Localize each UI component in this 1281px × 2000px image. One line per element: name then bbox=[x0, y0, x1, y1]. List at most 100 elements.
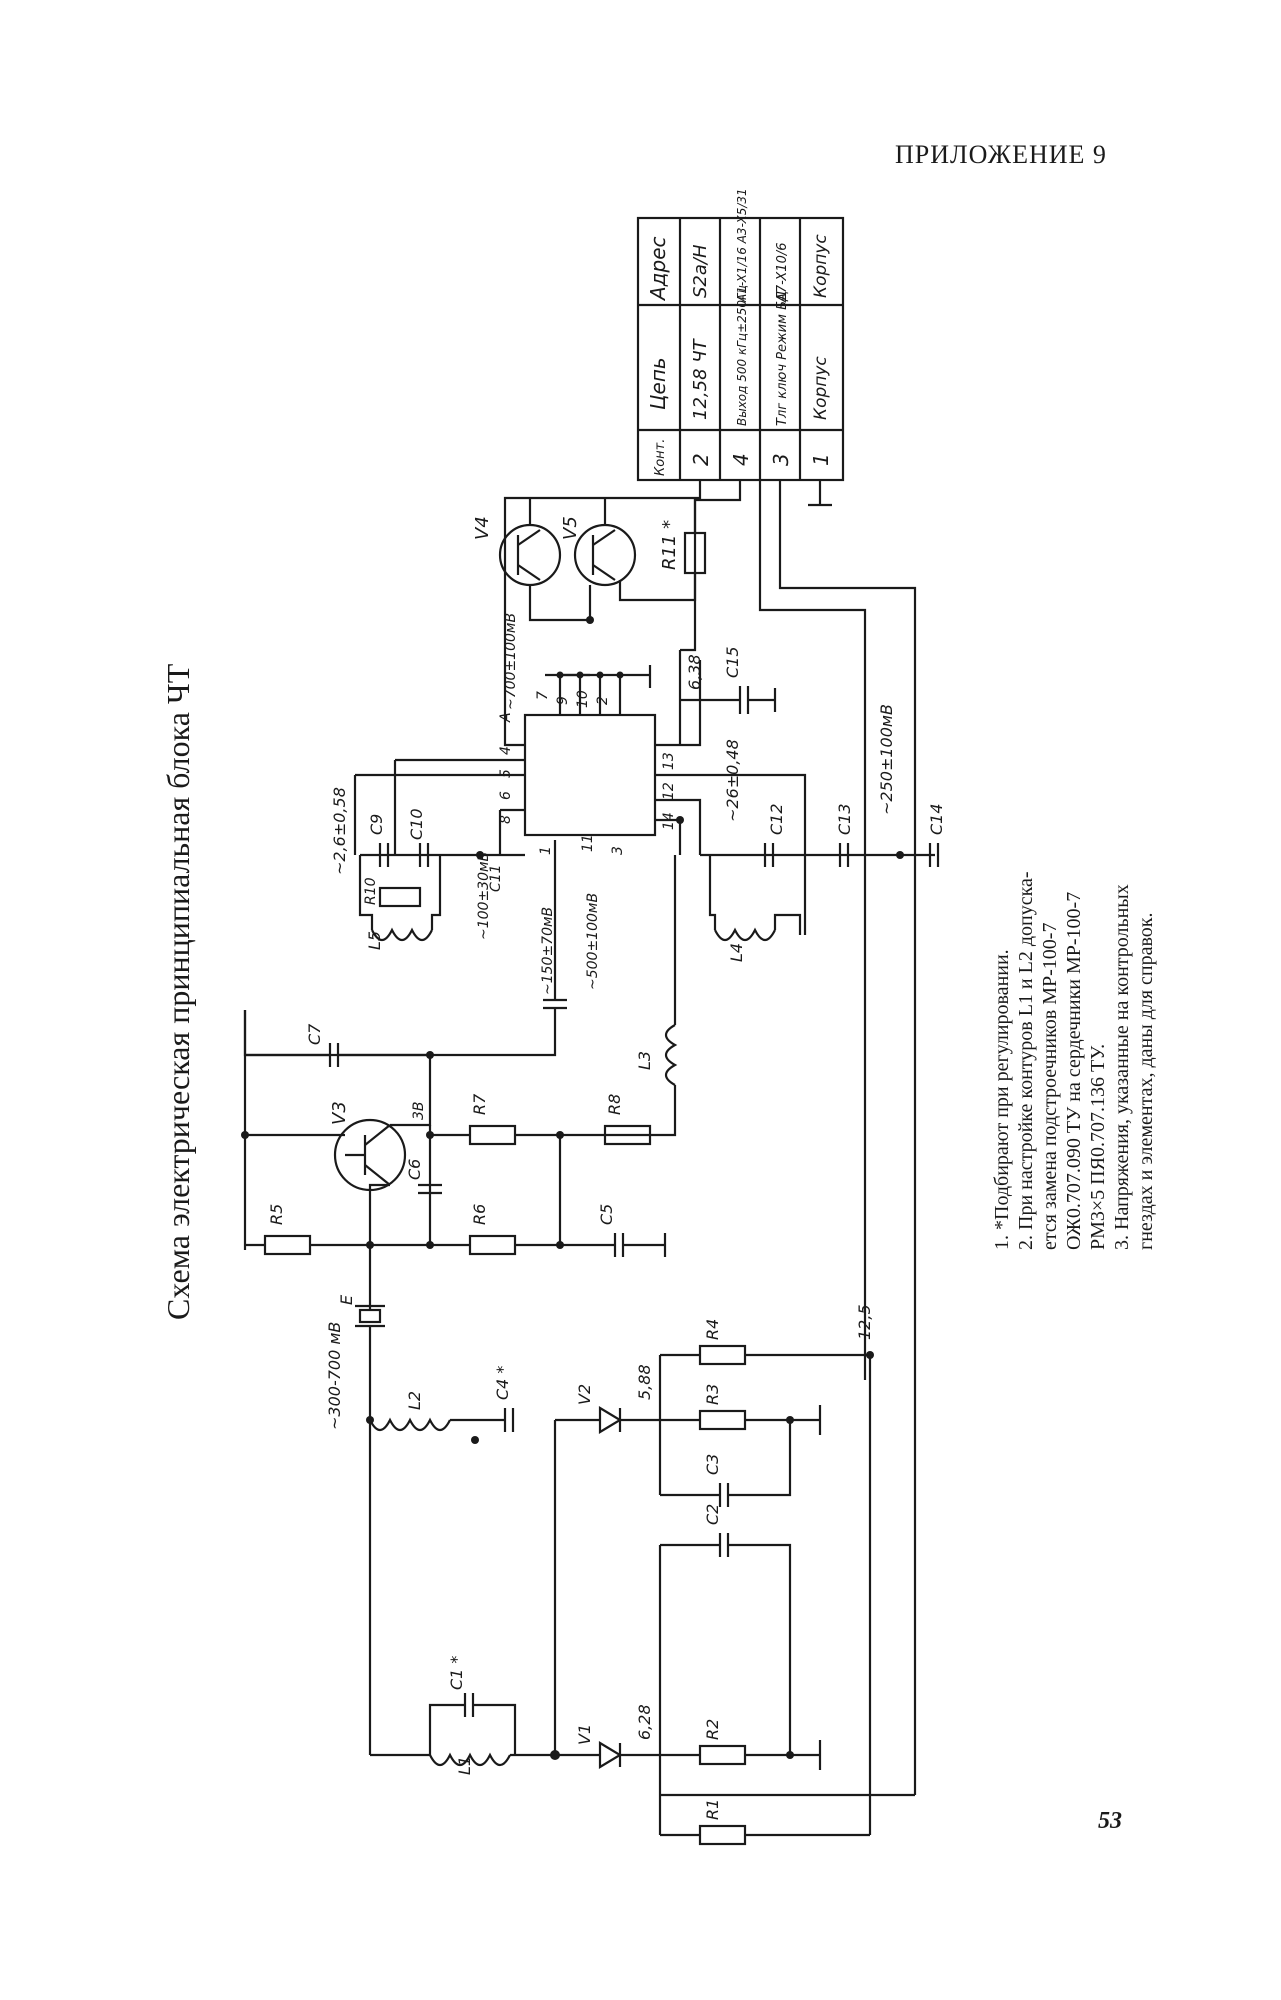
voltage-label: ~500±100мВ bbox=[585, 893, 601, 990]
voltage-label: ~150±70мВ bbox=[540, 907, 556, 995]
page-number: 53 bbox=[1098, 1808, 1122, 1834]
pin-label: 10 bbox=[575, 690, 591, 708]
connector-table: Адрес Цепь Конт. S2a/H 12,58 ЧТ 2 A1-X1/… bbox=[636, 188, 845, 482]
pin-label: 6 bbox=[498, 791, 514, 800]
transistor-V3: V3 bbox=[329, 1101, 407, 1192]
inductor-L5 bbox=[371, 927, 433, 942]
voltage-label: ~300-700 мВ bbox=[325, 1322, 344, 1430]
resistor-R6 bbox=[468, 1234, 517, 1256]
diode-V2 bbox=[598, 1406, 623, 1434]
voltage-label: 12,5 bbox=[855, 1304, 874, 1340]
inductor-L1 bbox=[429, 1752, 511, 1767]
label-R6: R6 bbox=[470, 1204, 489, 1225]
table-cell: Тлг ключ Режим БД bbox=[775, 291, 790, 426]
resistor-R10 bbox=[378, 886, 422, 908]
pin-label: 2 bbox=[595, 696, 611, 705]
inductor-L2 bbox=[369, 1417, 451, 1432]
label-C7: C7 bbox=[305, 1023, 324, 1045]
label-C12: C12 bbox=[767, 803, 786, 835]
voltage-label: ~2,6±0,58 bbox=[330, 787, 349, 875]
voltage-label: 5,88 bbox=[635, 1364, 654, 1400]
label-R4: R4 bbox=[703, 1319, 722, 1340]
table-cell: 1 bbox=[809, 453, 833, 466]
resistor-R3 bbox=[698, 1409, 747, 1431]
voltage-label: 6,38 bbox=[685, 654, 704, 690]
pin-label: 9 bbox=[555, 696, 571, 705]
label-V2: V2 bbox=[575, 1384, 594, 1405]
label-R8: R8 bbox=[605, 1094, 624, 1115]
ic-chip: 9 10 2 7 А 4 5 6 8 1 11 3 13 12 14 bbox=[498, 665, 677, 855]
label-R2: R2 bbox=[703, 1719, 722, 1740]
label-C4: C4 * bbox=[493, 1366, 512, 1400]
resistor-R8 bbox=[603, 1124, 652, 1146]
label-L2: L2 bbox=[405, 1391, 424, 1410]
table-cell: 2 bbox=[689, 453, 713, 466]
label-E: E bbox=[337, 1294, 356, 1305]
label-C15: C15 bbox=[723, 646, 742, 678]
voltage-label: ~100±30мВ bbox=[476, 852, 492, 940]
label-R5: R5 bbox=[267, 1204, 286, 1225]
label-V5: V5 bbox=[560, 516, 581, 540]
label-V3: V3 bbox=[329, 1101, 350, 1125]
table-header-address: Адрес bbox=[646, 236, 670, 302]
table-cell: 3 bbox=[769, 453, 793, 466]
label-V4: V4 bbox=[472, 516, 493, 540]
voltage-label: 6,28 bbox=[635, 1704, 654, 1740]
table-cell: Корпус bbox=[811, 356, 831, 420]
label-R10: R10 bbox=[363, 877, 379, 905]
inductor-L3 bbox=[664, 1024, 678, 1086]
pin-label: 5 bbox=[498, 769, 514, 778]
table-cell: Выход 500 кГц±250Гц bbox=[735, 285, 749, 426]
pin-label: 7 bbox=[535, 691, 551, 700]
resistor-R4 bbox=[698, 1344, 747, 1366]
label-C10: C10 bbox=[407, 808, 426, 840]
table-header-contact: Конт. bbox=[653, 439, 668, 476]
pin-label: 13 bbox=[661, 752, 677, 770]
table-cell: Корпус bbox=[811, 234, 831, 298]
label-C14: C14 bbox=[927, 803, 946, 835]
crystal-E bbox=[358, 1308, 382, 1324]
voltage-label: ~250±100мВ bbox=[877, 704, 896, 815]
table-cell: A1-X1/16 A3-X5/31 bbox=[735, 188, 749, 303]
pin-label: 1 bbox=[538, 846, 554, 855]
pin-label: 3 bbox=[610, 846, 626, 855]
transistor-V4: V4 bbox=[472, 516, 562, 587]
resistor-R1 bbox=[698, 1824, 747, 1846]
appendix-header: ПРИЛОЖЕНИЕ 9 bbox=[895, 140, 1107, 169]
label-C2: C2 bbox=[703, 1504, 722, 1525]
label-L5: L5 bbox=[365, 931, 384, 950]
label-R11: R11 * bbox=[659, 520, 680, 570]
label-L1: L1 bbox=[455, 1756, 474, 1775]
pin-label: 4 bbox=[498, 746, 514, 755]
pin-label: 12 bbox=[661, 782, 677, 800]
table-cell: 4 bbox=[729, 453, 753, 466]
voltage-label: 3В bbox=[411, 1101, 427, 1120]
label-C5: C5 bbox=[597, 1204, 616, 1225]
diode-V1 bbox=[598, 1741, 623, 1769]
label-R1: R1 bbox=[703, 1799, 722, 1820]
label-C1: C1 * bbox=[447, 1656, 466, 1690]
label-L4: L4 bbox=[727, 943, 746, 962]
voltage-label: ~26±0,48 bbox=[723, 739, 742, 822]
pin-label: 11 bbox=[580, 834, 596, 852]
table-cell: S2a/H bbox=[690, 244, 711, 298]
table-header-circuit: Цепь bbox=[646, 357, 670, 410]
label-R7: R7 bbox=[470, 1093, 489, 1115]
label-C3: C3 bbox=[703, 1454, 722, 1475]
label-C13: C13 bbox=[835, 803, 854, 835]
transistor-V5: V5 bbox=[560, 516, 637, 587]
pin-label: 8 bbox=[498, 815, 514, 824]
label-V1: V1 bbox=[575, 1724, 594, 1745]
inductor-L4 bbox=[714, 927, 776, 942]
label-R3: R3 bbox=[703, 1384, 722, 1405]
voltage-label: ~700±100мВ bbox=[503, 613, 519, 710]
resistor-R2 bbox=[698, 1744, 747, 1766]
label-L3: L3 bbox=[635, 1051, 654, 1070]
table-cell: A7-X10/6 bbox=[775, 243, 790, 304]
label-C6: C6 bbox=[405, 1159, 424, 1180]
resistor-R7 bbox=[468, 1124, 517, 1146]
label-C11: C11 bbox=[488, 864, 504, 892]
resistor-R5 bbox=[263, 1234, 312, 1256]
table-cell: 12,58 ЧТ bbox=[690, 337, 711, 420]
